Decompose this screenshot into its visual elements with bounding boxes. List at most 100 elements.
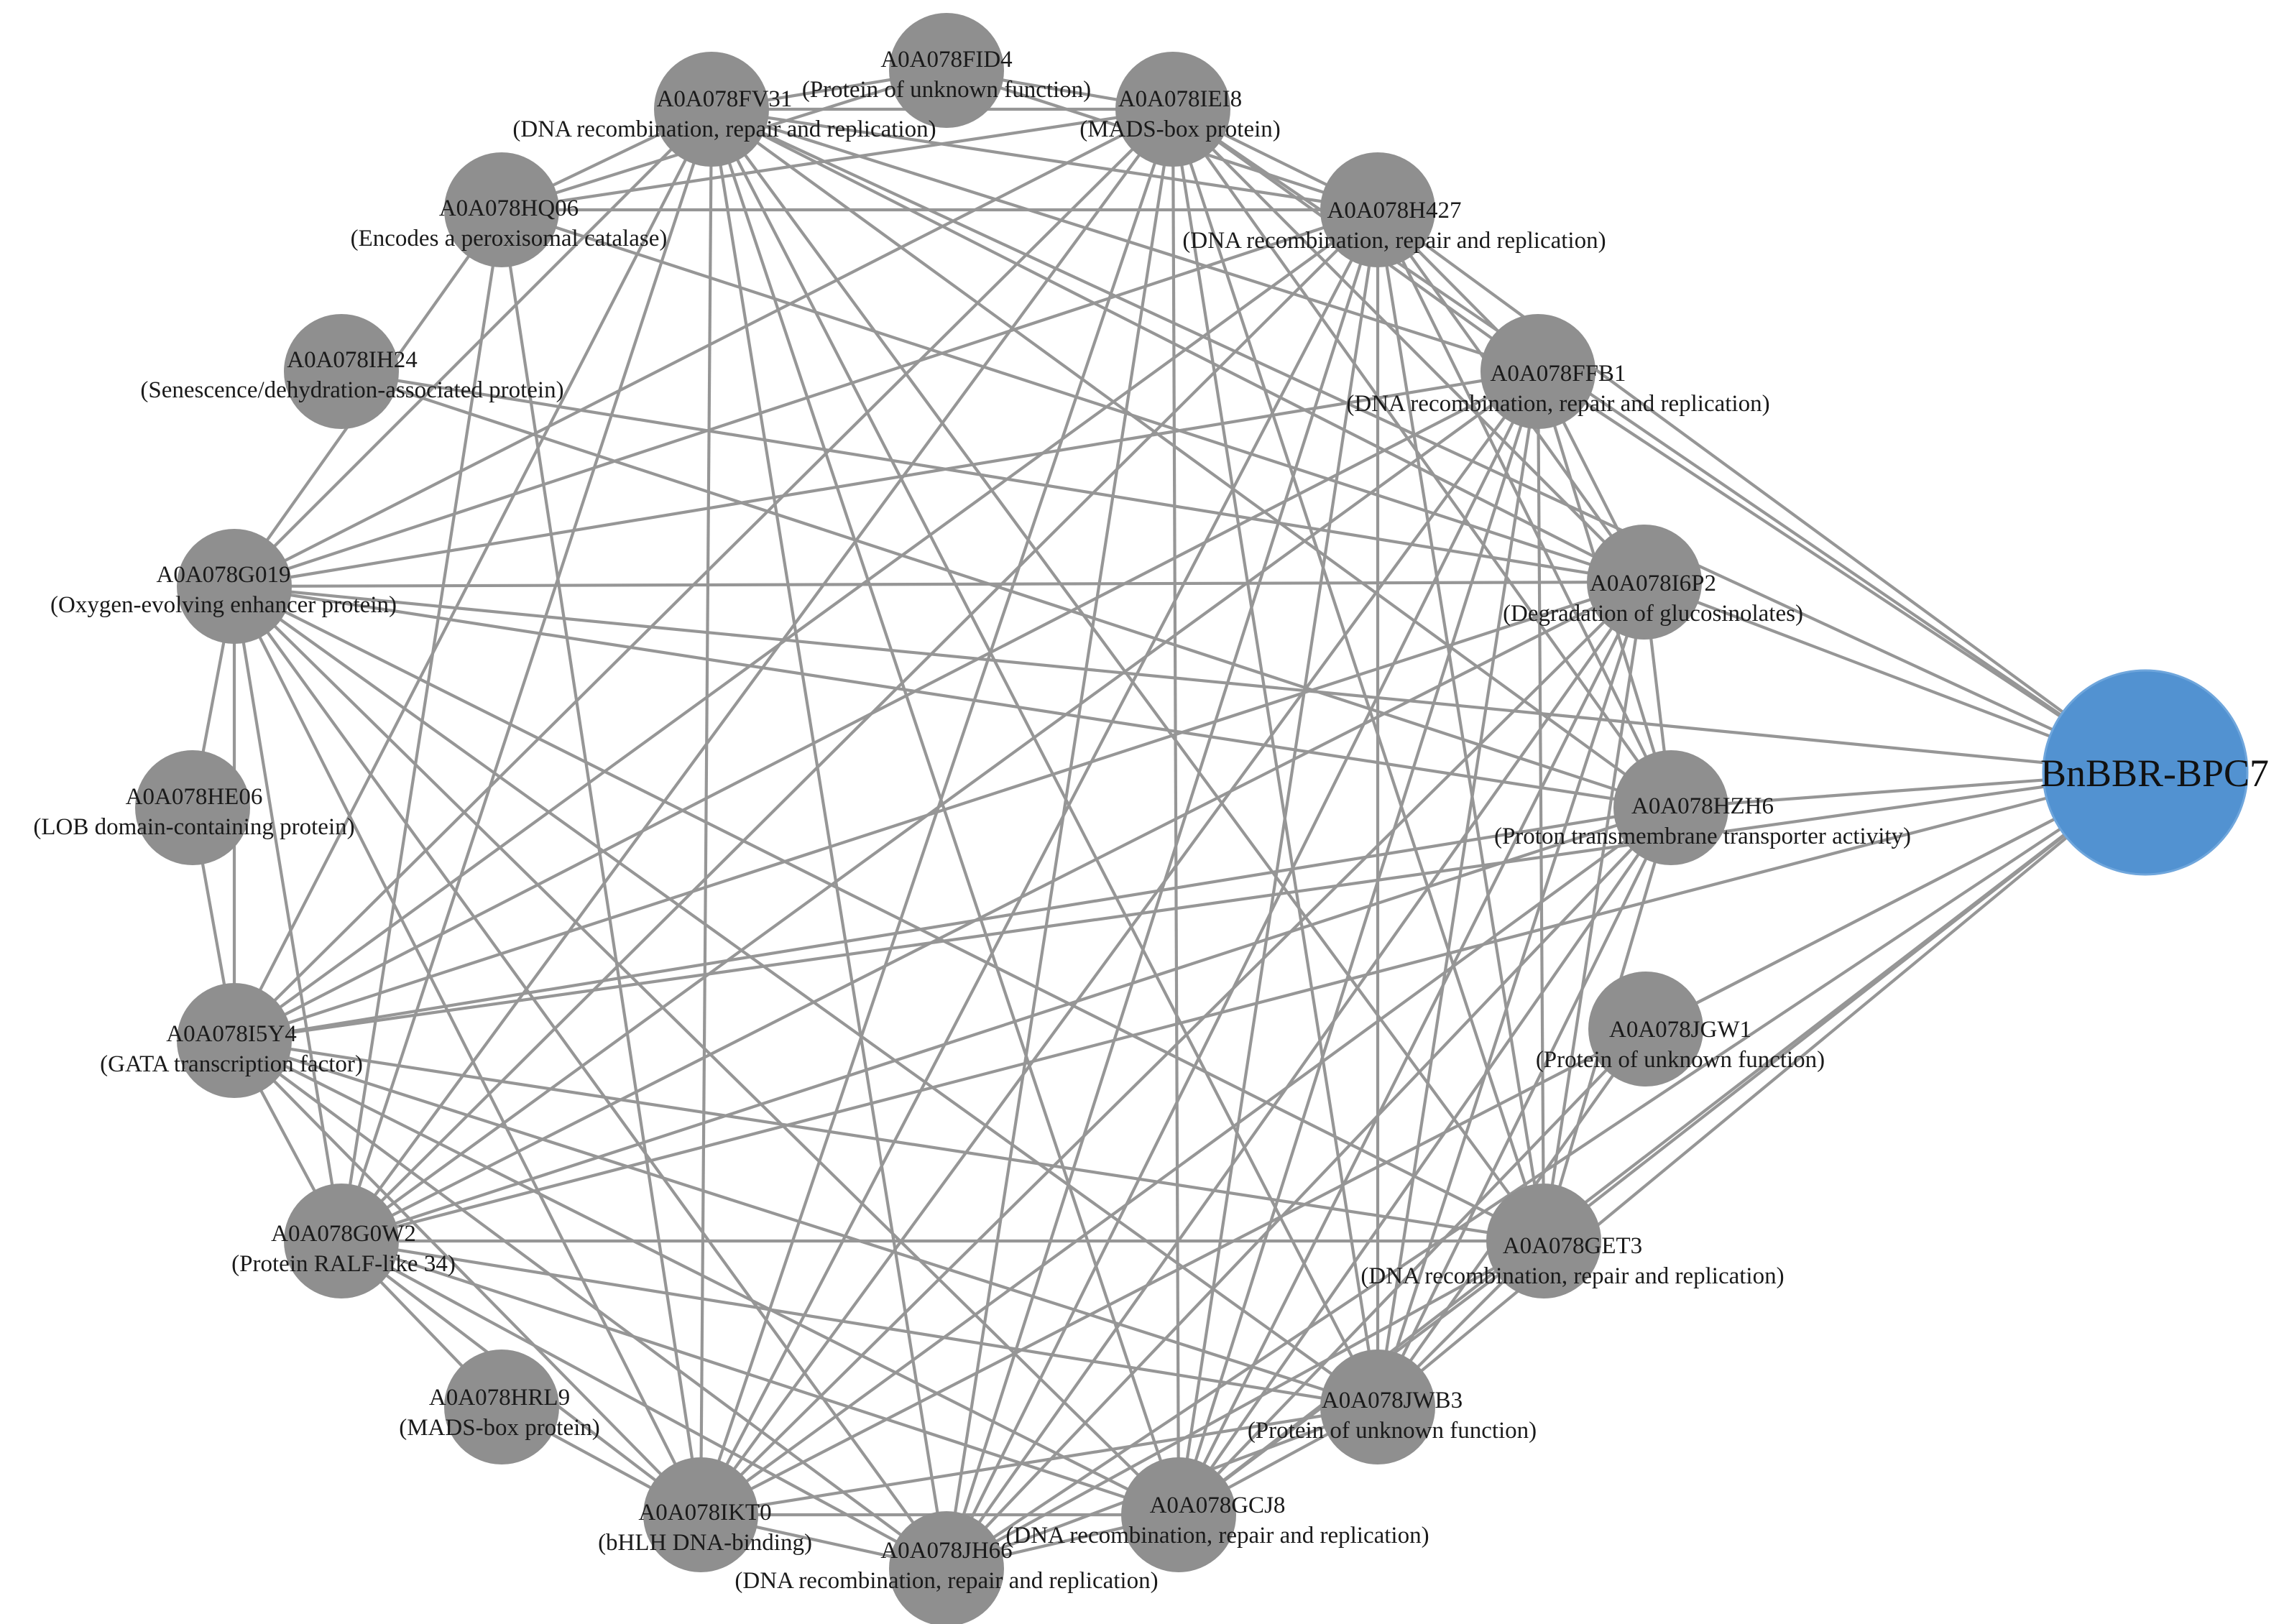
- edge-iei8-hq06: [501, 107, 1174, 212]
- edge-iei8-gcj8: [1171, 109, 1181, 1515]
- node-description-label: (Protein of unknown function): [1536, 1047, 1825, 1073]
- edge-h427-gcj8: [1176, 209, 1380, 1515]
- protein-node-jwb3[interactable]: A0A078JWB3(Protein of unknown function): [1248, 1350, 1537, 1464]
- edge-fv31-hub: [711, 108, 2146, 774]
- protein-node-hzh6[interactable]: A0A078HZH6(Proton transmembrane transpor…: [1494, 750, 1911, 865]
- edge-i6p2-get3: [1542, 581, 1647, 1242]
- hub-label: BnBBR-BPC7: [2040, 752, 2269, 795]
- edge-fv31-hzh6: [710, 108, 1672, 809]
- edge-fv31-ikt0: [699, 109, 714, 1515]
- node-circle[interactable]: [177, 983, 292, 1098]
- edge-fv31-jwb3: [710, 109, 1379, 1408]
- node-id-label: A0A078FV31: [657, 86, 793, 112]
- protein-node-fv31[interactable]: A0A078FV31 (DNA recombination, repair and…: [512, 52, 936, 167]
- node-id-label: A0A078HRL9: [429, 1385, 570, 1411]
- node-circle[interactable]: [1587, 525, 1702, 640]
- edge-ffb1-hub: [1537, 370, 2147, 774]
- protein-node-fid4[interactable]: A0A078FID4 (Protein of unknown function): [802, 13, 1091, 128]
- node-description-label: (DNA recombination, repair and replicati…: [1360, 1263, 1784, 1289]
- edge-h427-i5y4: [233, 208, 1379, 1042]
- node-description-label: (DNA recombination, repair and replicati…: [1182, 228, 1606, 254]
- protein-node-h427[interactable]: A0A078H427 (DNA recombination, repair and…: [1182, 152, 1606, 267]
- node-description-label: (Protein RALF-like 34): [231, 1251, 456, 1277]
- node-circle[interactable]: [643, 1457, 758, 1572]
- protein-node-iei8[interactable]: A0A078IEI8(MADS-box protein): [1079, 52, 1281, 167]
- node-description-label: (Proton transmembrane transporter activi…: [1494, 823, 1911, 849]
- node-id-label: A0A078HQ06: [439, 195, 579, 221]
- protein-node-ih24[interactable]: A0A078IH24(Senescence/dehydration-associ…: [140, 314, 564, 429]
- edge-h427-hzh6: [1376, 209, 1672, 808]
- node-id-label: A0A078HE06: [126, 784, 263, 810]
- edge-iei8-hzh6: [1171, 108, 1672, 809]
- node-description-label: (Encodes a peroxisomal catalase): [351, 226, 668, 252]
- node-circle[interactable]: [1320, 1350, 1435, 1464]
- edge-hzh6-i5y4: [234, 806, 1672, 1043]
- edge-ffb1-g0w2: [340, 370, 1539, 1242]
- node-id-label: A0A078I6P2: [1590, 571, 1716, 596]
- protein-node-hrl9[interactable]: A0A078HRL9(MADS-box protein): [399, 1350, 600, 1464]
- protein-node-gcj8[interactable]: A0A078GCJ8 (DNA recombination, repair and…: [1005, 1457, 1429, 1572]
- edge-g0w2-hq06: [339, 209, 504, 1242]
- edge-gcj8-i5y4: [234, 1039, 1179, 1516]
- protein-node-ffb1[interactable]: A0A078FFB1(DNA recombination, repair and…: [1346, 314, 1770, 429]
- node-circle[interactable]: [444, 152, 559, 267]
- edge-iei8-jwb3: [1171, 109, 1380, 1408]
- protein-node-jh66[interactable]: A0A078JH66(DNA recombination, repair and…: [735, 1511, 1159, 1624]
- node-description-label: (DNA recombination, repair and replicati…: [1005, 1523, 1429, 1549]
- node-id-label: A0A078G019: [157, 562, 291, 588]
- edge-i6p2-hq06: [501, 208, 1645, 583]
- node-circle[interactable]: [284, 314, 399, 429]
- node-circle[interactable]: [444, 1350, 559, 1464]
- node-circle[interactable]: [654, 52, 769, 167]
- protein-node-ikt0[interactable]: A0A078IKT0(bHLH DNA-binding): [598, 1457, 812, 1572]
- node-id-label: A0A078JWB3: [1322, 1388, 1463, 1413]
- node-id-label: A0A078IKT0: [638, 1500, 771, 1526]
- protein-node-i6p2[interactable]: A0A078I6P2(Degradation of glucosinolates…: [1503, 525, 1803, 640]
- node-description-label: (MADS-box protein): [1079, 116, 1281, 142]
- hub-node-group[interactable]: BnBBR-BPC7: [2040, 669, 2269, 876]
- node-id-label: A0A078H427: [1327, 198, 1462, 223]
- node-id-label: A0A078GCJ8: [1150, 1492, 1286, 1518]
- edge-i5y4-hub: [234, 770, 2146, 1043]
- edge-fv31-ffb1: [711, 107, 1539, 374]
- edge-h427-get3: [1376, 209, 1546, 1242]
- node-circle[interactable]: [889, 13, 1004, 128]
- node-circle[interactable]: [1481, 314, 1595, 429]
- protein-node-g019[interactable]: A0A078G019(Oxygen-evolving enhancer prot…: [50, 529, 397, 644]
- node-circle[interactable]: [1320, 152, 1435, 267]
- protein-node-hq06[interactable]: A0A078HQ06 (Encodes a peroxisomal catalas…: [351, 152, 668, 267]
- node-circle[interactable]: [284, 1184, 399, 1298]
- edge-ikt0-g019: [233, 586, 702, 1515]
- node-circle[interactable]: [177, 529, 292, 644]
- node-id-label: A0A078FID4: [880, 47, 1012, 73]
- protein-node-g0w2[interactable]: A0A078G0W2(Protein RALF-like 34): [231, 1184, 456, 1298]
- edge-ih24-hzh6: [341, 370, 1672, 809]
- protein-node-he06[interactable]: A0A078HE06(LOB domain-containing protein…: [33, 750, 355, 865]
- edge-i6p2-g0w2: [341, 581, 1645, 1242]
- edge-fv31-jh66: [709, 109, 949, 1569]
- node-layer: A0A078FID4(Protein of unknown function)A…: [33, 13, 1911, 1624]
- edge-jwb3-g019: [233, 585, 1379, 1408]
- protein-node-jgw1[interactable]: A0A078JGW1(Protein of unknown function): [1536, 972, 1825, 1086]
- node-circle[interactable]: [135, 750, 250, 865]
- protein-node-get3[interactable]: A0A078GET3(DNA recombination, repair and…: [1360, 1184, 1785, 1298]
- protein-node-i5y4[interactable]: A0A078I5Y4(GATA transcription factor): [100, 983, 363, 1098]
- edge-i6p2-ikt0: [699, 581, 1646, 1516]
- edge-jh66-g019: [233, 585, 948, 1570]
- node-circle[interactable]: [889, 1511, 1004, 1624]
- hub-node[interactable]: [2042, 669, 2249, 876]
- edge-gcj8-g019: [233, 585, 1180, 1516]
- edge-g019-hub: [234, 584, 2146, 775]
- edge-hzh6-g019: [234, 584, 1672, 810]
- edge-h427-ikt0: [699, 209, 1379, 1515]
- node-circle[interactable]: [1613, 750, 1728, 865]
- node-circle[interactable]: [1486, 1184, 1601, 1298]
- node-circle[interactable]: [1121, 1457, 1236, 1572]
- node-circle[interactable]: [1115, 52, 1230, 167]
- node-description-label: (DNA recombination, repair and replicati…: [1346, 391, 1769, 417]
- node-description-label: (DNA recombination, repair and replicati…: [512, 116, 936, 142]
- node-circle[interactable]: [1588, 972, 1703, 1086]
- node-description-label: (Protein of unknown function): [802, 77, 1091, 103]
- edge-ikt0-hq06: [499, 209, 703, 1515]
- edge-get3-g019: [234, 585, 1544, 1242]
